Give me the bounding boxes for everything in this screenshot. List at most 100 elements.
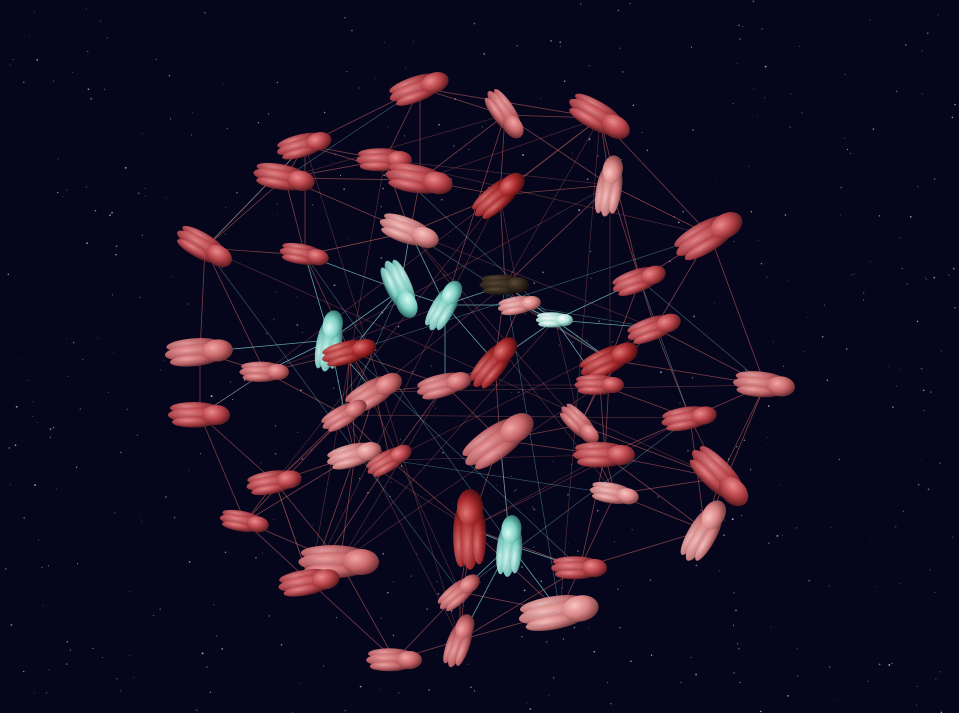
star [700,509,702,512]
star [766,436,768,438]
star [257,122,260,124]
star [803,351,805,353]
star [562,174,563,176]
star [116,678,118,680]
network-node [573,442,635,468]
star [87,50,89,52]
star [145,195,147,197]
star [830,526,832,529]
star [939,670,941,673]
star [160,369,162,371]
star [333,284,336,287]
star [96,337,98,339]
network-node [246,470,302,496]
star [573,626,576,629]
star [757,240,759,241]
star [49,436,52,439]
network-edge [419,117,601,181]
network-edge [339,561,396,661]
network-edge [204,144,306,249]
star [86,242,88,245]
star [32,401,34,403]
star [223,83,225,85]
network-edge [459,567,581,641]
network-edge [204,177,286,249]
network-edge [639,279,691,419]
network-edge [504,184,611,286]
network-edge [419,114,506,181]
star [733,240,735,243]
network-edge [504,117,601,286]
star [34,692,35,694]
star [267,113,270,115]
star [416,553,417,554]
star [613,541,615,543]
star [276,203,278,205]
star [55,488,58,490]
star [141,234,143,236]
network-edge [339,319,556,563]
star [619,47,621,49]
network-node [278,568,340,597]
star [631,528,633,531]
network-node [453,489,487,570]
star [296,323,299,326]
star [552,460,554,462]
star [796,648,798,649]
star [572,152,574,154]
star [188,561,191,563]
star [898,369,900,371]
star [27,379,29,381]
star [66,640,69,643]
star [690,656,692,659]
star [636,103,638,105]
star [761,28,764,30]
star [801,112,803,114]
star [905,44,907,46]
network-edge [444,114,506,306]
star [561,587,564,589]
star [522,398,524,400]
star [695,564,698,567]
star [473,690,476,692]
star [790,93,792,95]
network-node [589,481,639,505]
star [529,708,532,711]
star [863,292,865,294]
star [65,663,68,665]
star [410,575,412,577]
star [567,543,569,544]
star [274,452,277,455]
star [678,221,680,224]
star [578,209,581,212]
star [736,63,738,64]
star [284,32,286,34]
star [821,335,824,338]
star [948,274,950,276]
network-edge [339,384,446,563]
star [297,432,299,433]
star [580,3,582,5]
network-node [379,213,439,249]
star [188,470,190,472]
star [613,478,615,480]
star [733,672,735,674]
network-node [594,155,623,217]
network-node [425,280,463,331]
star [442,451,444,454]
star [532,546,535,548]
star [390,481,392,483]
star [405,67,407,69]
star [853,273,855,275]
star [343,188,345,190]
star [137,192,140,195]
star [62,196,64,198]
star [397,325,400,328]
network-node [569,93,630,140]
network-node [389,71,449,106]
star [126,408,129,411]
star [526,702,528,704]
star [231,399,233,401]
star [206,666,208,668]
star [332,161,334,163]
